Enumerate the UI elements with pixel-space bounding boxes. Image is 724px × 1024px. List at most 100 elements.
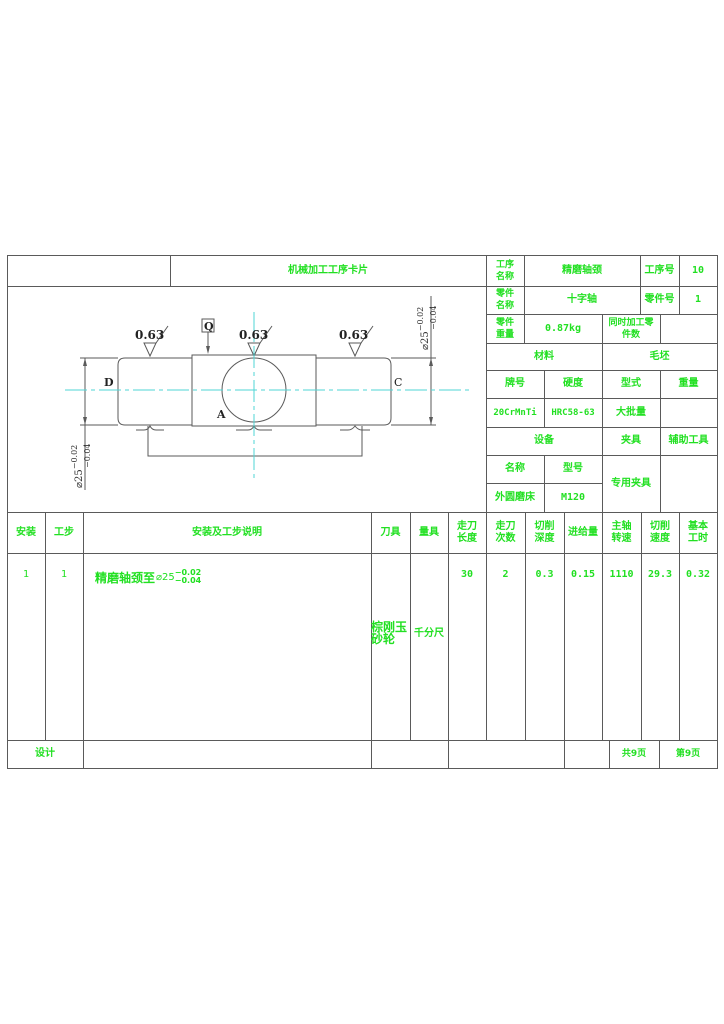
divider [486, 370, 717, 371]
divider [448, 512, 449, 768]
card-title: 机械加工工序卡片 [288, 264, 368, 276]
process-no-label: 工序号 [644, 264, 675, 276]
divider [410, 512, 411, 740]
roughness-center: 0.63 [239, 328, 268, 342]
left-journal [117, 357, 193, 426]
fixture: 专用夹具 [611, 477, 651, 489]
col-feed-length: 走刀 长度 [457, 520, 477, 544]
description-tolerance: −0.02 −0.04 [175, 569, 201, 585]
col-description: 安装及工步说明 [192, 526, 262, 538]
divider [486, 255, 487, 512]
part-name: 十字轴 [567, 294, 597, 305]
svg-text:−0.04: −0.04 [429, 305, 438, 330]
page-number: 第9页 [675, 749, 701, 759]
frame-top [7, 255, 718, 256]
tol-lower: −0.04 [174, 576, 202, 585]
datum-q: Q [204, 320, 214, 333]
process-name-label: 工序 名称 [495, 259, 514, 282]
divider [659, 740, 660, 768]
equipment-model-label: 型号 [563, 463, 583, 474]
blank-section-label: 毛坯 [649, 350, 670, 362]
divider [486, 398, 717, 399]
blank-form: 大批量 [616, 406, 646, 418]
frame-bottom [7, 768, 718, 769]
divider [602, 314, 603, 512]
row-feed-length: 30 [460, 569, 474, 580]
hardness-label: 硬度 [563, 378, 583, 389]
grade-label: 牌号 [505, 378, 525, 389]
roughness-left: 0.63 [135, 328, 164, 342]
divider [486, 483, 602, 484]
col-feed: 进给量 [568, 526, 598, 538]
fixture-label: 夹具 [621, 435, 641, 446]
material-section-label: 材料 [534, 350, 554, 362]
material-grade: 20CrMnTi [493, 407, 537, 418]
roughness-right: 0.63 [339, 328, 368, 342]
divider [83, 512, 84, 768]
aux-tools [660, 455, 717, 512]
col-step: 工步 [54, 526, 74, 538]
col-gauge: 量具 [419, 526, 439, 538]
tol-upper: −0.02 [174, 568, 202, 577]
part-no: 1 [694, 294, 702, 305]
divider [7, 553, 718, 554]
part-drawing: 0.63 0.63 0.63 Q D C A ⌀25−0.02 −0.04 ⌀2… [65, 296, 470, 490]
total-pages: 共9页 [621, 749, 647, 759]
blank-weight-label: 重量 [678, 378, 699, 389]
row-base-time: 0.32 [685, 569, 711, 580]
process-no: 10 [691, 264, 705, 276]
divider [486, 343, 717, 344]
right-journal [315, 357, 392, 426]
part-name-label: 零件 名称 [495, 289, 514, 311]
aux-tools-label: 辅助工具 [668, 435, 709, 446]
svg-text:−0.04: −0.04 [83, 443, 92, 468]
col-spindle-speed: 主轴 转速 [611, 520, 632, 544]
divider [170, 255, 171, 286]
row-spindle-speed: 1110 [609, 569, 634, 580]
divider [609, 740, 610, 768]
row-feed: 0.15 [570, 569, 596, 580]
row-install: 1 [22, 569, 30, 580]
equipment-section-label: 设备 [534, 435, 554, 446]
divider [486, 427, 717, 428]
divider [486, 512, 487, 740]
row-passes: 2 [502, 569, 509, 580]
form-label: 型式 [621, 378, 641, 389]
process-name: 精磨轴颈 [562, 264, 602, 276]
col-tool: 刀具 [380, 526, 401, 538]
divider [371, 512, 372, 768]
divider [7, 740, 718, 741]
part-weight: 0.87kg [544, 322, 582, 334]
divider [7, 512, 718, 513]
row-step: 1 [60, 569, 68, 580]
dim-left: ⌀25−0.02 [70, 445, 85, 488]
simultaneous-parts-value [660, 314, 717, 343]
row-cut-depth: 0.3 [535, 569, 554, 580]
row-tool: 棕刚玉 砂轮 [371, 620, 408, 646]
divider [564, 512, 565, 768]
description-text: 精磨轴颈至 [95, 570, 156, 585]
material-hardness: HRC58-63 [551, 407, 595, 418]
divider [525, 512, 526, 740]
divider [660, 427, 661, 512]
equipment-model: M120 [560, 491, 586, 503]
col-base-time: 基本 工时 [688, 520, 708, 544]
part-weight-label: 零件 重量 [495, 317, 514, 340]
design-label: 设计 [35, 748, 55, 759]
label-a: A [216, 408, 226, 421]
divider [45, 512, 46, 740]
divider [679, 512, 680, 740]
col-passes: 走刀 次数 [495, 520, 516, 544]
divider [486, 314, 717, 315]
description-dim: ⌀25 [156, 571, 175, 583]
col-cut-speed: 切削 速度 [650, 520, 670, 544]
divider [486, 455, 717, 456]
divider [524, 255, 525, 343]
equipment-name-label: 名称 [505, 463, 525, 474]
part-no-label: 零件号 [644, 294, 675, 305]
col-cut-depth: 切削 深度 [534, 520, 555, 544]
blank-weight [660, 398, 717, 427]
divider [640, 255, 641, 314]
equipment-name: 外圆磨床 [495, 491, 535, 503]
divider [486, 286, 717, 287]
